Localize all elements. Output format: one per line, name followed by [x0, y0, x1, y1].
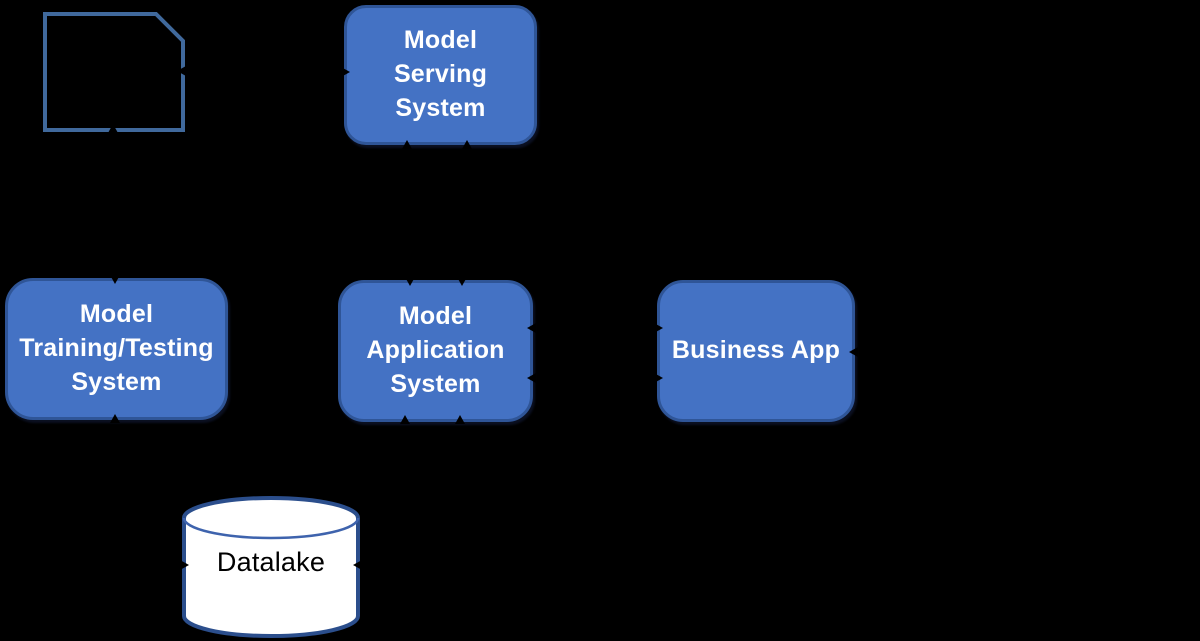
card-shape-node: [43, 12, 185, 132]
arrowhead-into-business-left-1: [654, 323, 663, 333]
arrowhead-at-datalake-right: [353, 560, 362, 570]
cylinder-icon: [182, 496, 360, 638]
arrowhead-at-application-bottom-2: [455, 415, 465, 424]
node-label: Datalake: [216, 547, 326, 577]
arrowhead-at-training-top: [110, 275, 120, 284]
node-label: Model Training/Testing System: [19, 300, 214, 396]
node-label: Business App: [671, 336, 841, 365]
arrowhead-at-serving-bottom-1: [402, 140, 412, 149]
node-business-app: Business App: [657, 280, 855, 422]
node-model-application-system: Model Application System: [338, 280, 533, 422]
arrowhead-at-application-right-1: [527, 323, 536, 333]
node-model-serving-system: Model Serving System: [344, 5, 537, 145]
arrowhead-at-application-top-2: [457, 277, 467, 286]
arrowhead-at-training-bottom: [110, 414, 120, 423]
arrowhead-at-card-bottom: [108, 124, 118, 133]
arrowhead-into-card-right: [177, 66, 186, 76]
arrowhead-at-serving-bottom-2: [462, 140, 472, 149]
arrowhead-at-application-top-1: [405, 277, 415, 286]
arrowhead-at-application-bottom-1: [400, 415, 410, 424]
arrowhead-at-application-right-2: [527, 373, 536, 383]
node-datalake: Datalake: [180, 495, 362, 639]
arrowhead-into-business-left-2: [654, 373, 663, 383]
card-shape-icon: [43, 12, 185, 132]
node-label: Model Serving System: [393, 26, 488, 122]
arrowhead-at-business-right: [849, 347, 858, 357]
arrowhead-at-datalake-left: [180, 560, 189, 570]
arrowhead-into-serving-left: [341, 67, 350, 77]
node-label: Model Application System: [366, 302, 505, 398]
